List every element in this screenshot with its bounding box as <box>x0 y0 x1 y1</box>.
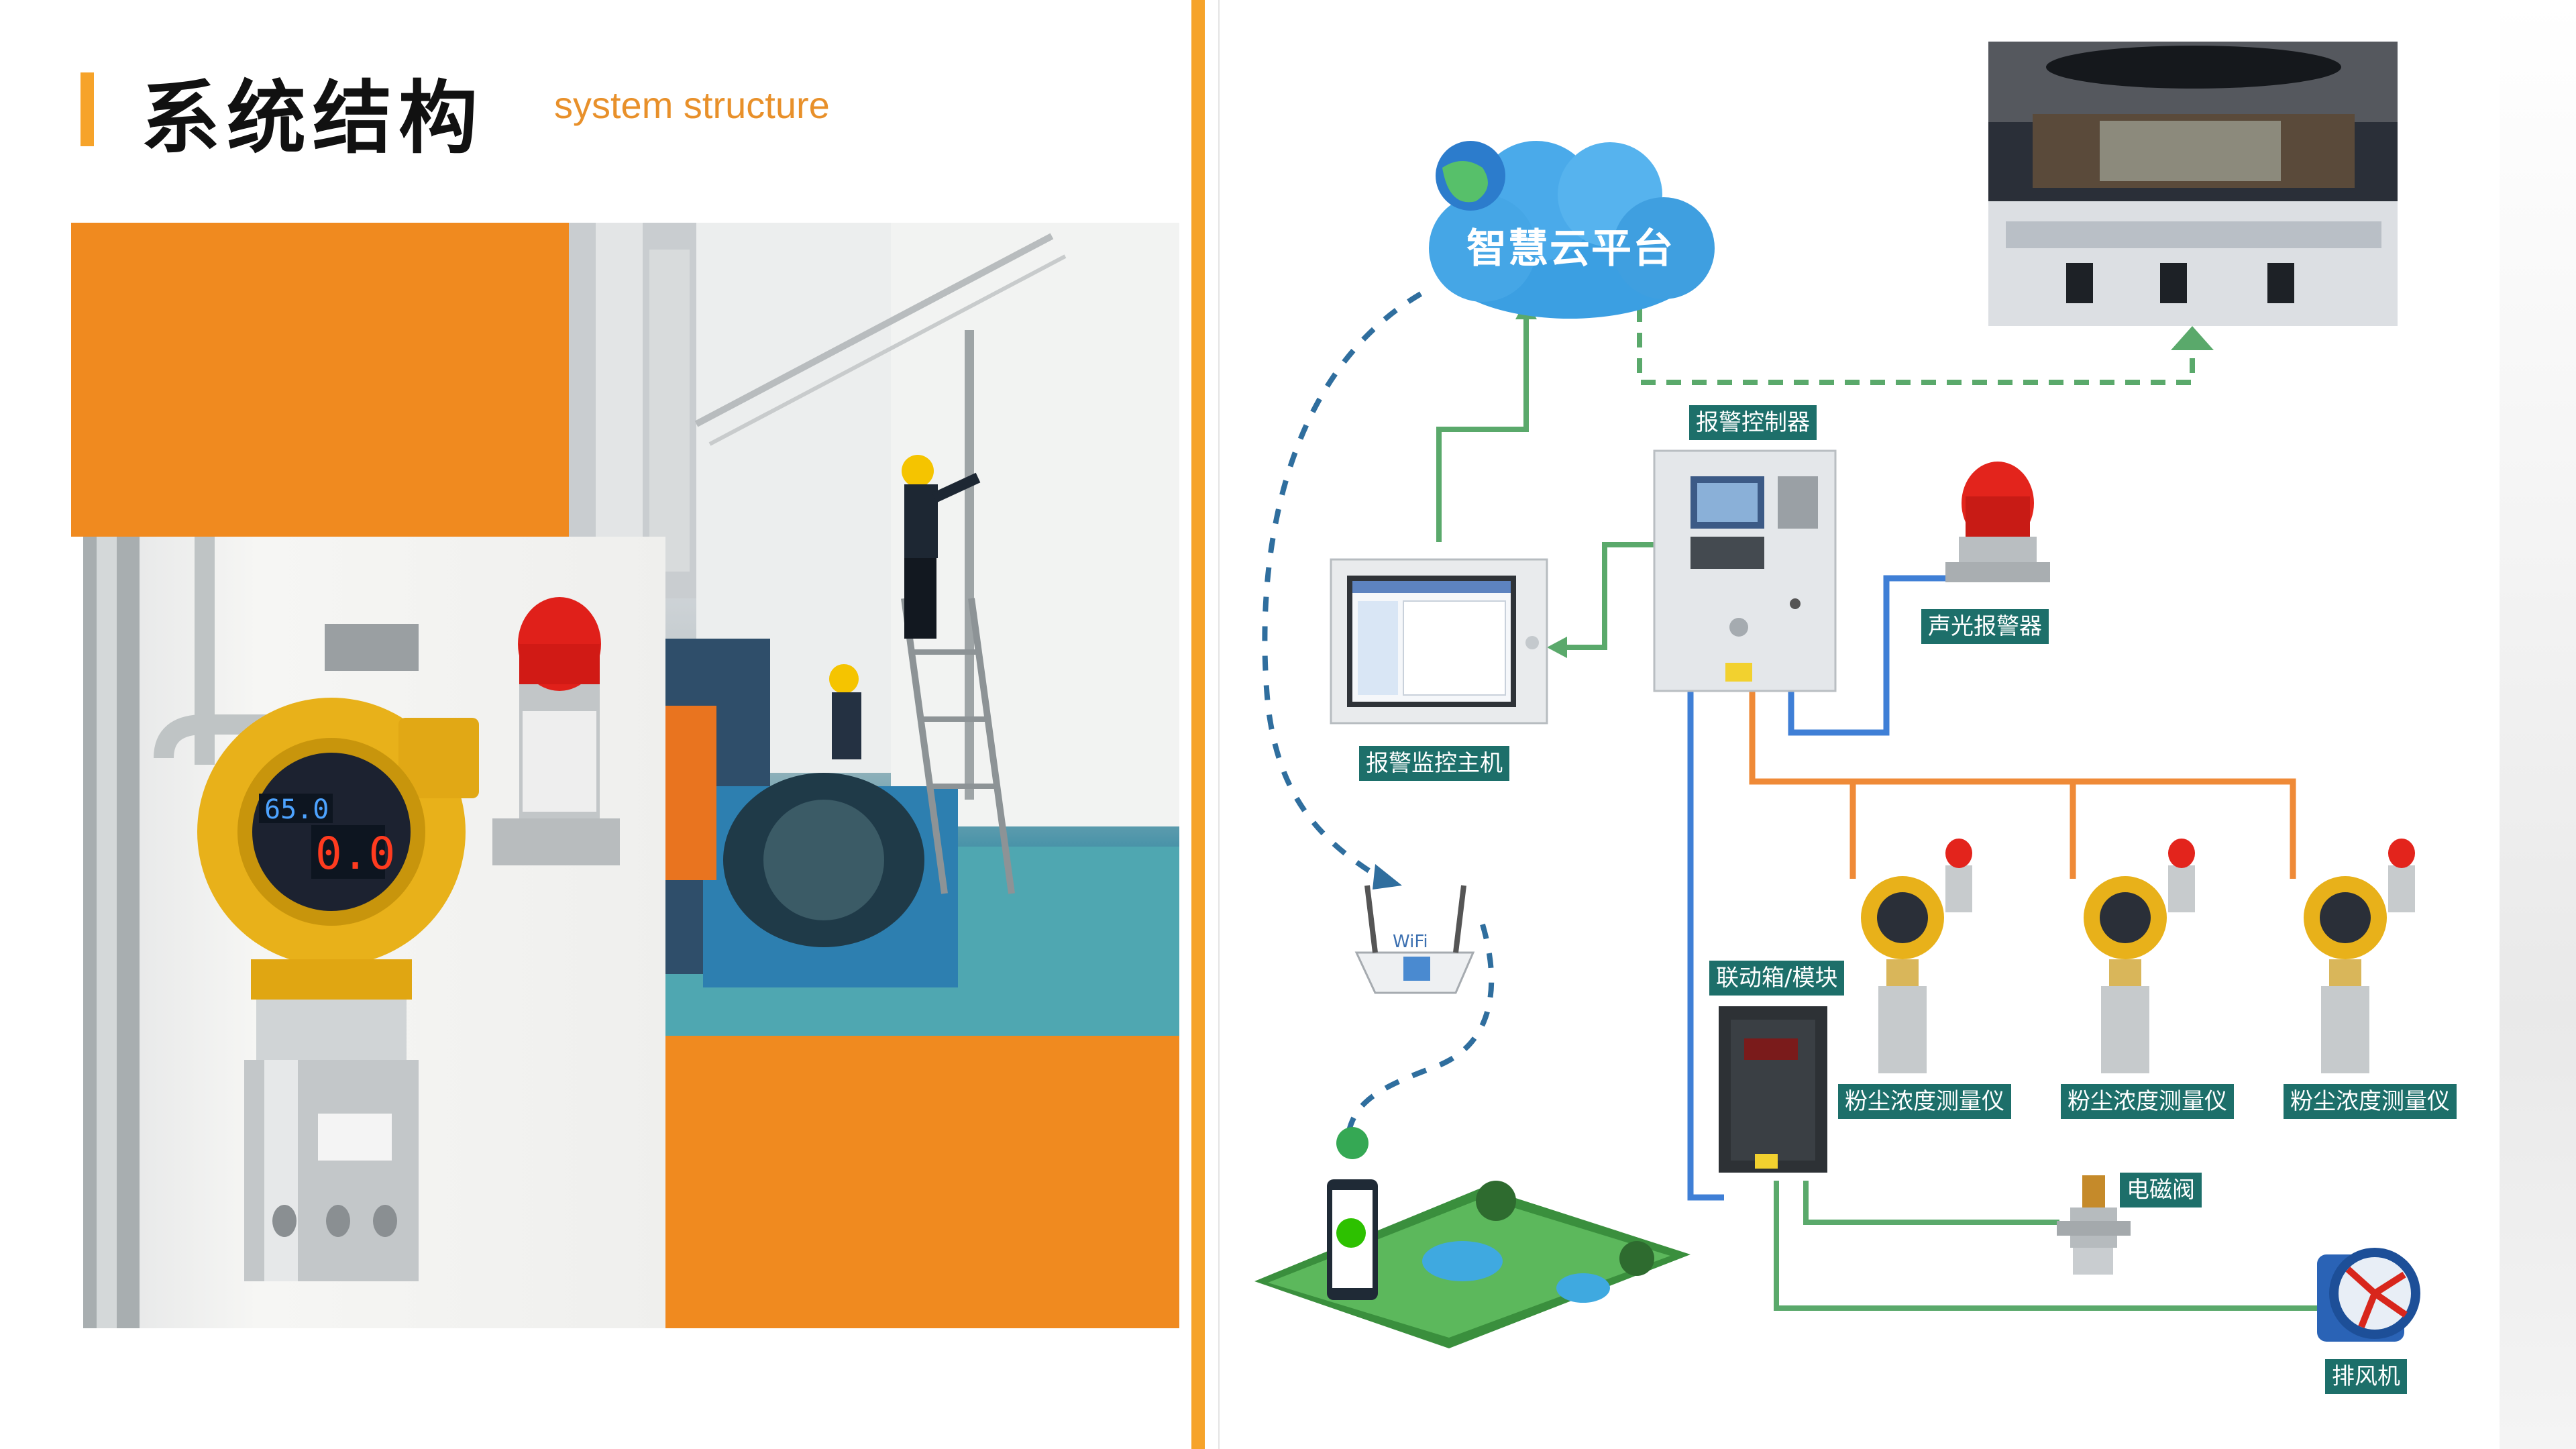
sound-light-alarm-device <box>1945 462 2050 582</box>
mobile-phone-icon <box>1254 1127 1690 1348</box>
dust-sensor-label-3: 粉尘浓度测量仪 <box>2284 1084 2457 1119</box>
linkage-to-valve-link <box>1803 1181 2059 1225</box>
monitor-to-cloud-link <box>1436 315 1529 542</box>
linkage-to-fan-link <box>1774 1181 2321 1311</box>
detector-photo: 65.0 0.0 <box>83 537 665 1328</box>
detector-reading-top: 65.0 <box>264 794 329 825</box>
orange-block-bottom <box>665 1036 1179 1328</box>
dust-sensor-label-2: 粉尘浓度测量仪 <box>2061 1084 2234 1119</box>
orange-block-top <box>71 223 569 537</box>
dust-sensor-1 <box>1861 839 1972 1073</box>
linkage-box-label: 联动箱/模块 <box>1709 961 1845 996</box>
linkage-box-device <box>1719 1006 1827 1173</box>
background-strip <box>2500 0 2576 1449</box>
control-room-image <box>1988 42 2398 326</box>
monitor-host-device <box>1330 558 1548 724</box>
cloud-icon <box>1429 141 1715 319</box>
wifi-router-device: WiFi <box>1354 885 1475 994</box>
alarm-controller-device <box>1653 449 1837 692</box>
router-to-phone-link <box>1346 923 1495 1134</box>
exhaust-fan-device <box>2317 1248 2420 1342</box>
dust-sensor-label-1: 粉尘浓度测量仪 <box>1838 1084 2011 1119</box>
page-title: 系统结构 <box>141 72 485 164</box>
dust-sensor-3 <box>2304 839 2415 1073</box>
cloud-to-router-link <box>1262 291 1423 881</box>
section-divider <box>1191 0 1205 1449</box>
monitor-host-label: 报警监控主机 <box>1359 746 1509 781</box>
exhaust-fan-label: 排风机 <box>2325 1359 2407 1394</box>
solenoid-valve-label: 电磁阀 <box>2120 1173 2202 1208</box>
cloud-platform-label: 智慧云平台 <box>1466 225 1674 272</box>
dust-sensor-2 <box>2084 839 2195 1073</box>
title-accent-bar <box>80 72 94 146</box>
controller-to-alarm-link <box>1788 575 1952 736</box>
page-subtitle: system structure <box>554 84 830 126</box>
controller-to-linkage-link <box>1687 691 1724 1201</box>
solenoid-valve-device <box>2057 1175 2131 1275</box>
alarm-label: 声光报警器 <box>1921 609 2049 644</box>
controller-label: 报警控制器 <box>1689 405 1817 440</box>
detector-reading-main: 0.0 <box>315 828 395 879</box>
controller-to-monitor-link <box>1563 542 1654 650</box>
cloud-to-control-room-link <box>1637 307 2195 385</box>
router-wifi-text: WiFi <box>1393 932 1428 952</box>
controller-to-sensors-bus <box>1749 691 2296 879</box>
